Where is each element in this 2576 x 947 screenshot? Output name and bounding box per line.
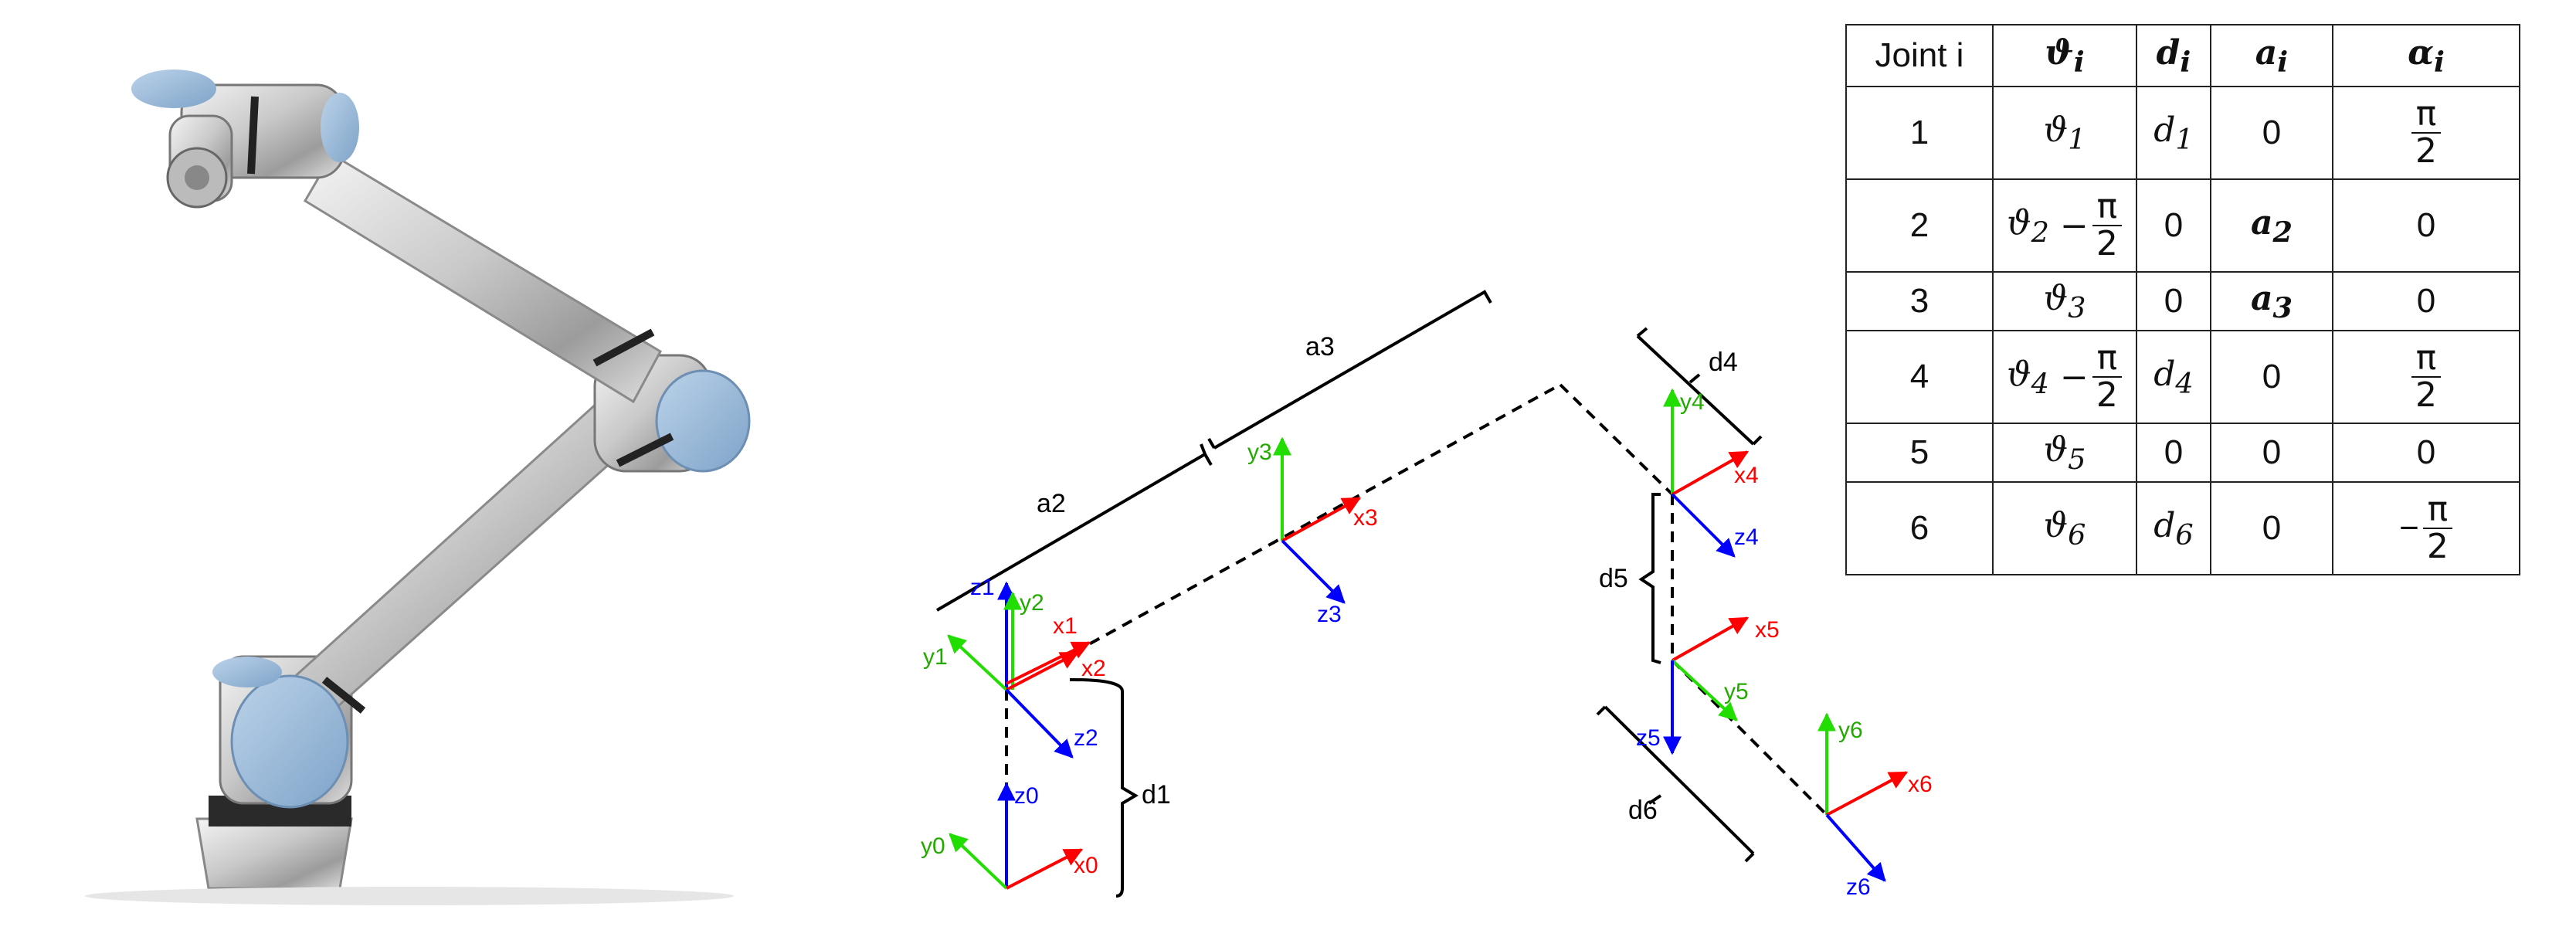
alpha-cell: 0 — [2332, 271, 2520, 331]
joint-cell: 1 — [1845, 86, 1994, 180]
d-cell: d4 — [2136, 330, 2211, 424]
label-x4: x4 — [1734, 463, 1759, 488]
label-z4: z4 — [1734, 524, 1759, 550]
theta-cell: ϑ5 — [1992, 423, 2137, 483]
joint-cell: 5 — [1845, 423, 1994, 483]
alpha-cell: 0 — [2332, 423, 2520, 483]
label-z2: z2 — [1074, 725, 1098, 751]
label-y5: y5 — [1724, 679, 1749, 704]
theta-cell: ϑ1 — [1992, 86, 2137, 180]
theta-cell: ϑ6 — [1992, 481, 2137, 575]
label-d1: d1 — [1142, 780, 1171, 810]
dashed-links — [1005, 383, 1828, 888]
joint-cell: 4 — [1845, 330, 1994, 424]
label-y2: y2 — [1020, 590, 1044, 616]
label-y0: y0 — [921, 833, 945, 859]
label-x5: x5 — [1755, 617, 1780, 643]
d-cell: d1 — [2136, 86, 2211, 180]
label-z0: z0 — [1014, 783, 1039, 809]
label-a3: a3 — [1305, 332, 1335, 361]
header-theta: ϑi — [1992, 24, 2137, 87]
label-x3: x3 — [1353, 505, 1378, 531]
d-cell: d6 — [2136, 481, 2211, 575]
label-y4: y4 — [1680, 389, 1705, 415]
label-d6: d6 — [1628, 796, 1658, 825]
d-cell: 0 — [2136, 271, 2211, 331]
table-header-row: Joint i ϑi di ai αi — [1845, 24, 2520, 87]
label-x2: x2 — [1081, 656, 1106, 681]
label-y3: y3 — [1247, 440, 1272, 465]
label-z6: z6 — [1846, 874, 1871, 900]
label-d4: d4 — [1709, 348, 1738, 377]
a-cell: a2 — [2210, 178, 2333, 273]
dimension-brackets — [935, 290, 1763, 898]
frame-1-2: z1 y1 y2 x1 x2 z2 — [923, 575, 1106, 759]
frame-5: x5 y5 z5 — [1636, 616, 1780, 755]
label-x0: x0 — [1074, 853, 1098, 878]
header-alpha: αi — [2332, 24, 2520, 87]
joint-cell: 2 — [1845, 178, 1994, 273]
a-cell: 0 — [2210, 86, 2333, 180]
frame-0: z0 y0 x0 — [921, 782, 1098, 890]
d-cell: 0 — [2136, 423, 2211, 483]
a-cell: 0 — [2210, 481, 2333, 575]
d-cell: 0 — [2136, 178, 2211, 273]
joint-cell: 3 — [1845, 271, 1994, 331]
label-x6: x6 — [1908, 772, 1933, 797]
header-joint: Joint i — [1845, 24, 1994, 87]
theta-cell: ϑ3 — [1992, 271, 2137, 331]
header-d: di — [2136, 24, 2211, 87]
label-z1: z1 — [970, 575, 995, 600]
table-row: 3 ϑ3 0 a3 0 — [1845, 271, 2520, 331]
frame-3: y3 x3 z3 — [1247, 436, 1378, 627]
joint-cell: 6 — [1845, 481, 1994, 575]
label-a2: a2 — [1037, 489, 1066, 518]
label-z5: z5 — [1636, 725, 1661, 751]
table-row: 5 ϑ5 0 0 0 — [1845, 423, 2520, 483]
header-a: ai — [2210, 24, 2333, 87]
frame-6: y6 x6 z6 — [1817, 712, 1933, 900]
label-y1: y1 — [923, 644, 948, 670]
alpha-cell: 0 — [2332, 178, 2520, 273]
a-cell: a3 — [2210, 271, 2333, 331]
a-cell: 0 — [2210, 423, 2333, 483]
robot-arm-illustration — [85, 70, 751, 905]
label-d5: d5 — [1599, 564, 1628, 593]
label-x1: x1 — [1053, 613, 1078, 639]
label-y6: y6 — [1838, 718, 1863, 743]
dimension-labels: a2 a3 d1 d4 d5 d6 — [1037, 332, 1738, 825]
label-z3: z3 — [1317, 602, 1342, 627]
kinematic-frames-diagram: z0 y0 x0 z1 y1 y2 x1 x2 z2 y3 x3 z3 y4 x… — [921, 290, 1933, 900]
frame-4: y4 x4 z4 — [1663, 388, 1759, 558]
a-cell: 0 — [2210, 330, 2333, 424]
